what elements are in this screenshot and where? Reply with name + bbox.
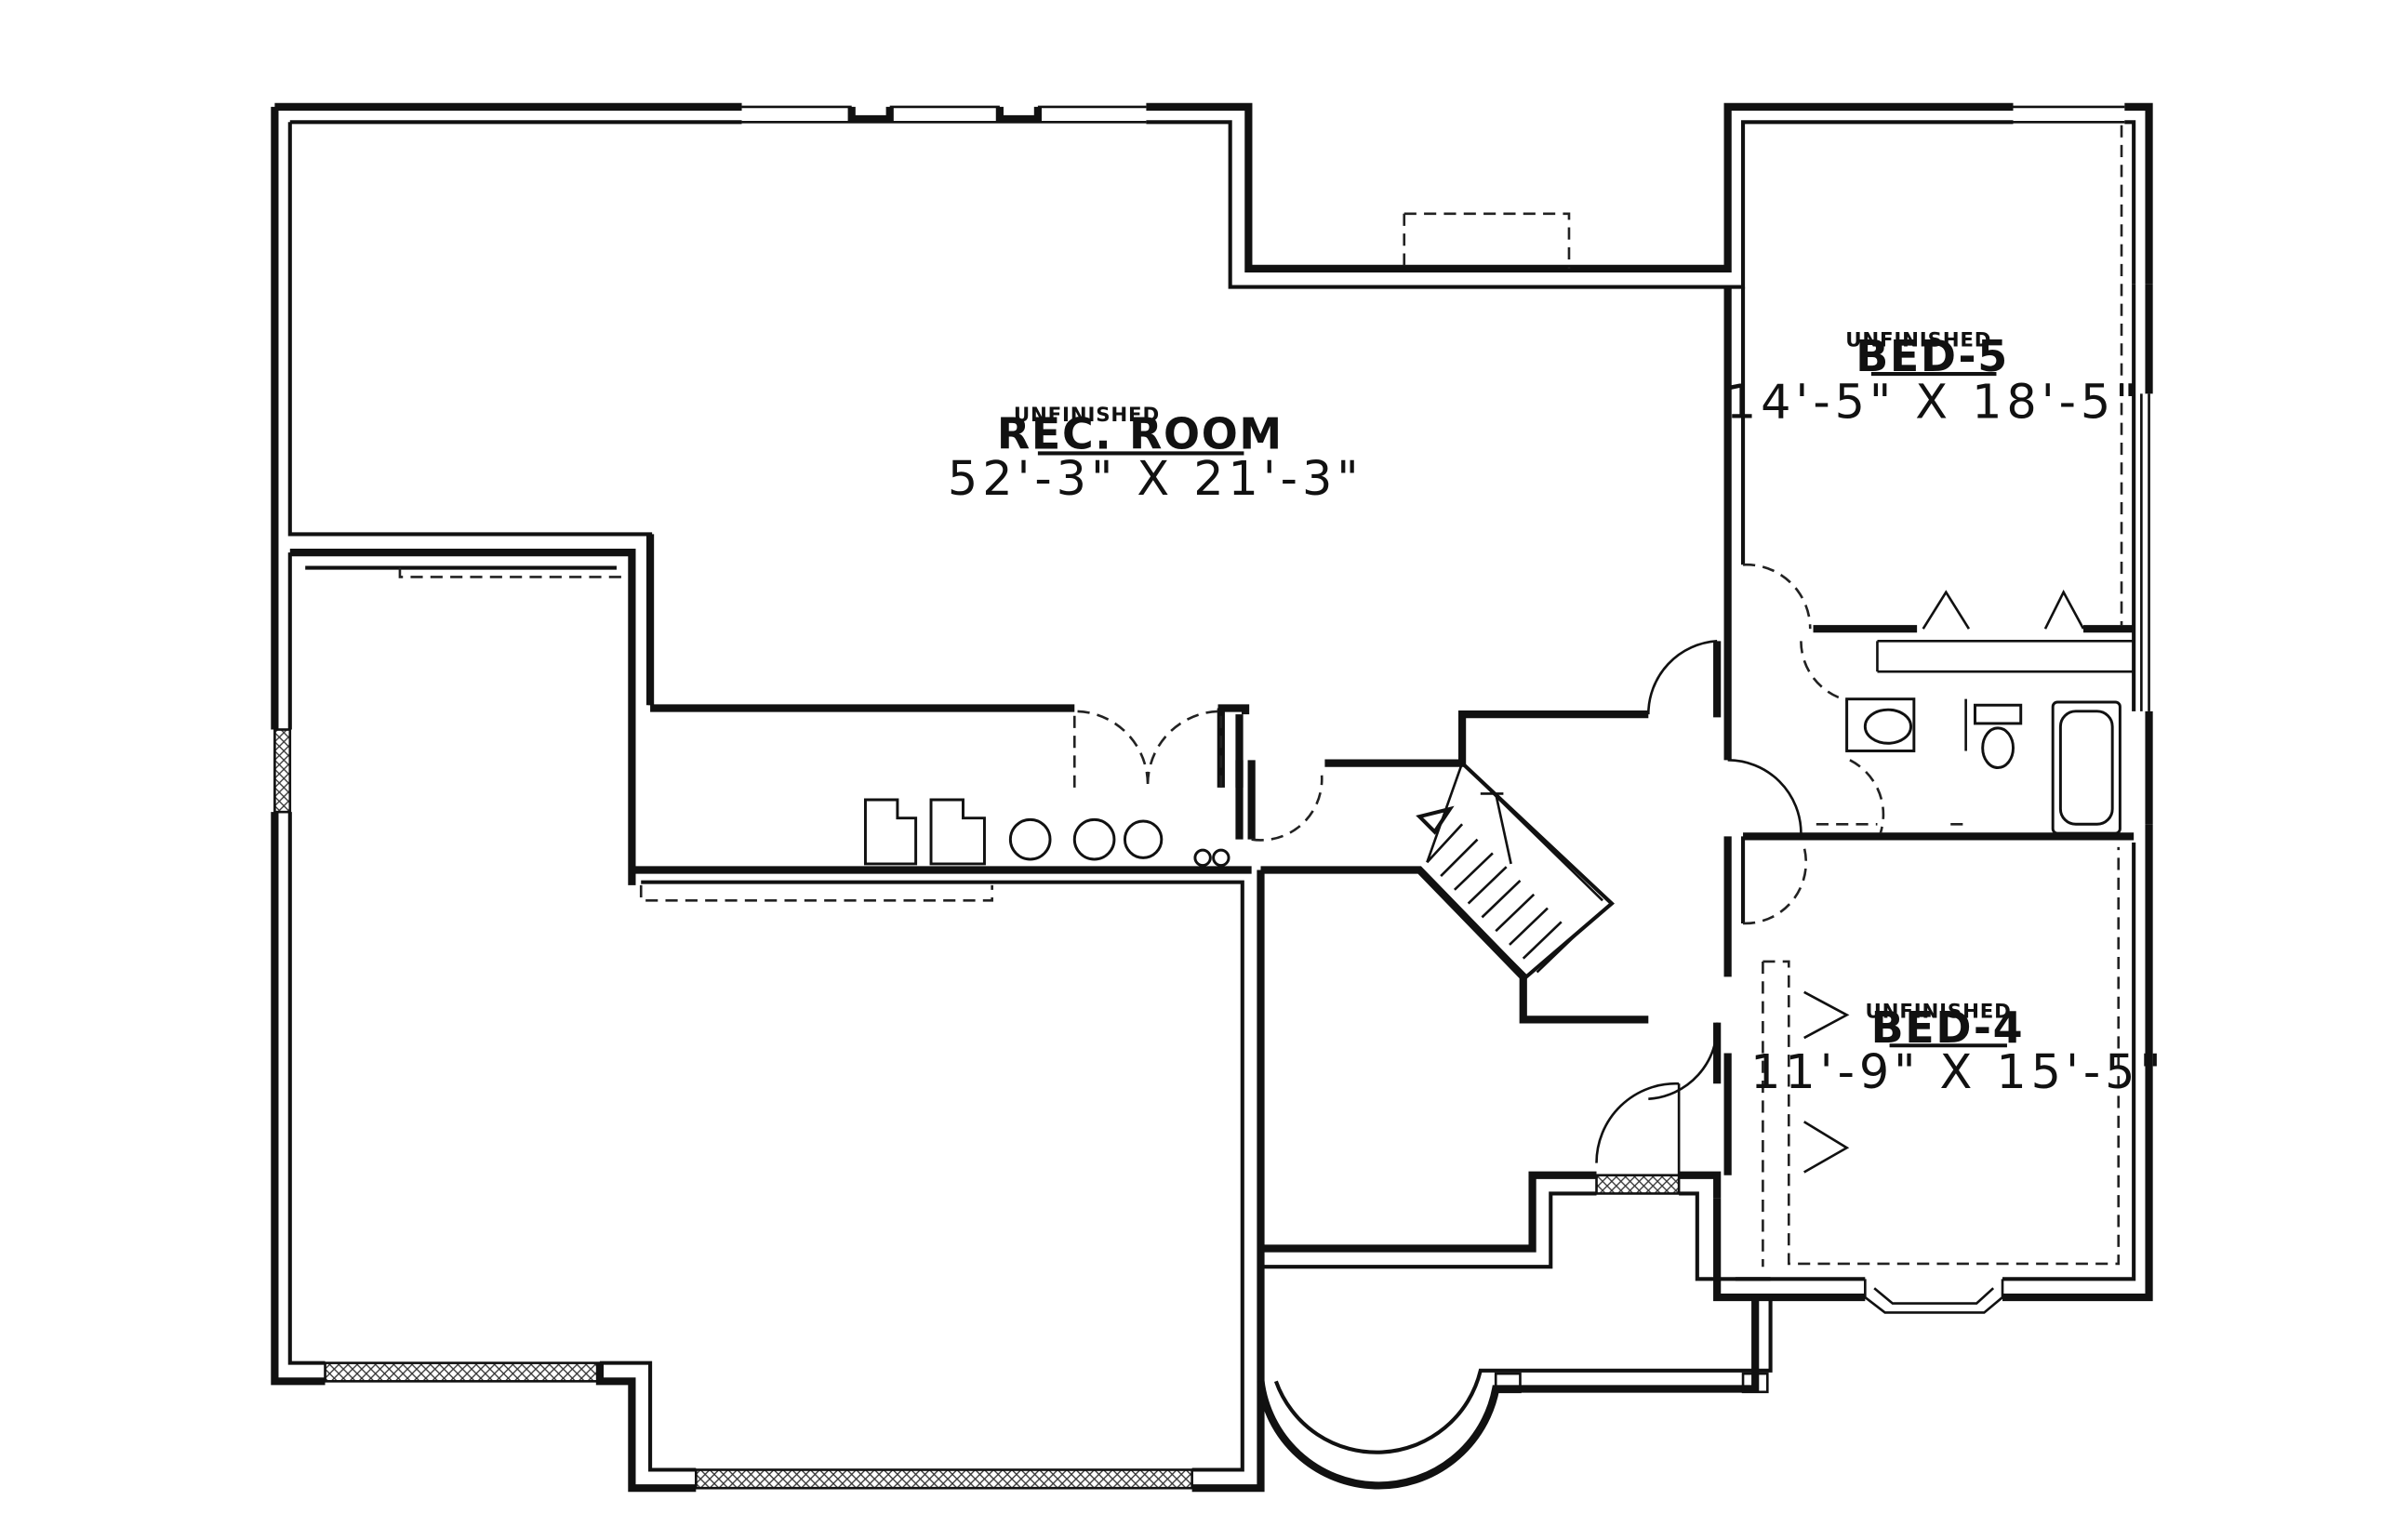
rec-room-dimensions: 52'-3" X 21'-3"	[948, 451, 1363, 506]
bed-5-dimensions: 14'-5" X 18'-5"	[1726, 375, 2142, 430]
bed-4-status: UNFINISHED	[1866, 1001, 2012, 1024]
mechanical-equipment	[863, 798, 1230, 868]
door-swings	[1072, 563, 2085, 1175]
bed-5-label: UNFINISHED BED-5 14'-5" X 18'-5"	[1726, 329, 2142, 430]
bathroom-fixtures	[1845, 697, 2122, 835]
rec-room-label: UNFINISHED REC. ROOM 52'-3" X 21'-3"	[948, 404, 1363, 506]
rec-room-status: UNFINISHED	[1014, 404, 1160, 427]
bed-4-label: UNFINISHED BED-4 11'-9" X 15'-5"	[1750, 1001, 2166, 1099]
staircase	[1416, 762, 1603, 974]
exterior-walls	[271, 102, 2153, 1493]
bed-4-dimensions: 11'-9" X 15'-5"	[1750, 1044, 2166, 1099]
dashed-outlines	[398, 125, 2123, 1268]
rec-room-name: REC. ROOM	[997, 409, 1284, 459]
bed-5-status: UNFINISHED	[1845, 329, 1991, 352]
